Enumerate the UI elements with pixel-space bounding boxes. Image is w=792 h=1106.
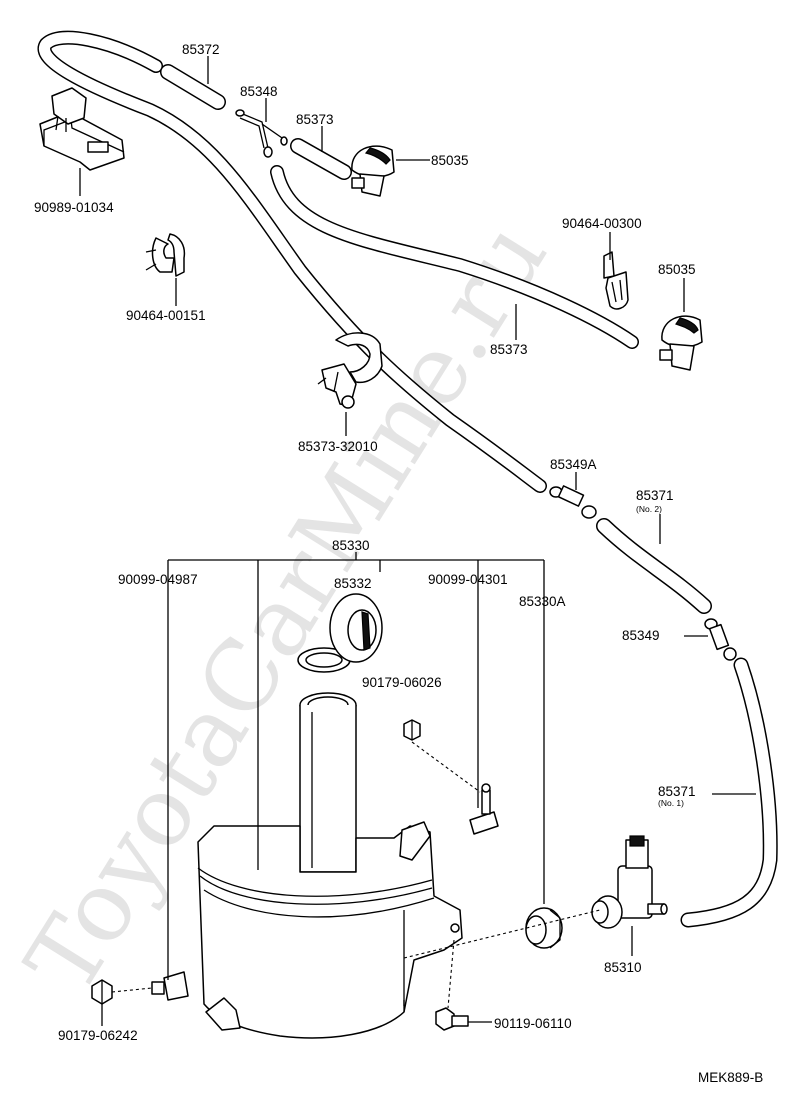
label-85373-mid: 85373 — [490, 342, 528, 357]
joint-85349 — [704, 618, 737, 661]
hose-85373-long — [270, 165, 639, 349]
label-90989-01034: 90989-01034 — [34, 200, 114, 215]
label-85349A: 85349A — [550, 457, 597, 472]
washer-nozzle-85035-top — [351, 145, 395, 197]
label-85371-no2-note: (No. 2) — [636, 504, 662, 514]
label-85348: 85348 — [240, 84, 278, 99]
label-90099-04987: 90099-04987 — [118, 572, 198, 587]
label-90464-00300: 90464-00300 — [562, 216, 642, 231]
stud-90099-04987 — [151, 971, 189, 1001]
clip-90464-00300 — [603, 251, 629, 310]
long-hose-85372 — [37, 30, 547, 493]
washer-nozzle-85035-right — [659, 315, 703, 371]
label-85371-no1: 85371 — [658, 784, 696, 799]
nut-90179-06242 — [91, 979, 113, 1005]
label-85330A: 85330A — [519, 594, 566, 609]
label-90179-06026: 90179-06026 — [362, 675, 442, 690]
stud-bracket — [469, 783, 499, 835]
label-85332: 85332 — [334, 576, 372, 591]
label-85372: 85372 — [182, 42, 220, 57]
label-85349: 85349 — [622, 628, 660, 643]
label-90119-06110: 90119-06110 — [494, 1016, 572, 1031]
tank-cap-85332 — [297, 593, 383, 673]
hose-85372-short — [160, 64, 226, 110]
leader-lines — [79, 56, 756, 1026]
label-85371-no1-note: (No. 1) — [658, 798, 684, 808]
label-85330: 85330 — [332, 538, 370, 553]
grommet-85330A — [525, 907, 563, 949]
connector-85348 — [235, 109, 288, 158]
clip-90464-00151 — [145, 233, 186, 277]
joint-85349A — [549, 485, 597, 519]
dashed-leaders — [111, 741, 601, 1009]
clip-90989-01034 — [39, 87, 125, 171]
hose-85371-no2 — [596, 518, 712, 614]
label-85373-top: 85373 — [296, 112, 334, 127]
washer-pump-85310 — [591, 835, 668, 929]
label-85035-right: 85035 — [658, 262, 696, 277]
label-85035-top: 85035 — [431, 153, 469, 168]
label-90179-06242: 90179-06242 — [58, 1028, 138, 1043]
label-90464-00151: 90464-00151 — [126, 308, 206, 323]
drawing-code: MEK889-B — [698, 1070, 763, 1085]
label-90099-04301: 90099-04301 — [428, 572, 508, 587]
hose-85371-no1 — [680, 657, 778, 928]
hose-85373-short — [290, 138, 352, 180]
label-85373-32010: 85373-32010 — [298, 439, 378, 454]
bolt-90119-06110 — [435, 1007, 469, 1031]
label-85371-no2: 85371 — [636, 488, 674, 503]
label-85310: 85310 — [604, 960, 642, 975]
washer-tank-85330A — [197, 692, 463, 1039]
clamp-85373-32010 — [317, 332, 383, 409]
nut-90179-06026 — [403, 719, 421, 741]
